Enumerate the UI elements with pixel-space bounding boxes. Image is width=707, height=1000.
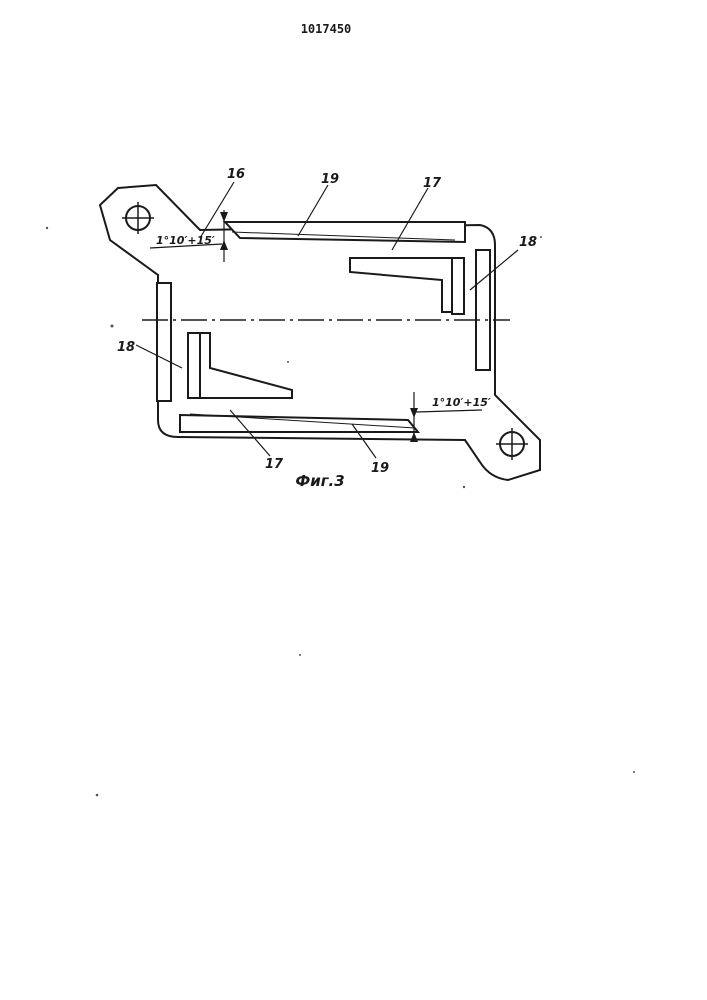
label-part-17-top: 17: [423, 176, 442, 191]
angle-label-bottom: 1°10′+15′: [432, 396, 491, 409]
plate-18-right: [476, 250, 490, 370]
label-part-18-right: 18: [519, 235, 537, 250]
angle-label-top: 1°10′+15′: [156, 234, 215, 247]
patent-number: 1017450: [301, 22, 352, 36]
label-part-18-left: 18: [117, 340, 135, 355]
figure-caption: Фиг.3: [295, 472, 344, 490]
plate-18-left: [157, 283, 171, 401]
label-part-16: 16: [227, 167, 245, 182]
label-part-19-top: 19: [321, 172, 339, 187]
top-wedge: [225, 222, 465, 242]
label-part-17-bottom: 17: [265, 457, 284, 472]
label-part-19-bottom: 19: [371, 461, 389, 476]
